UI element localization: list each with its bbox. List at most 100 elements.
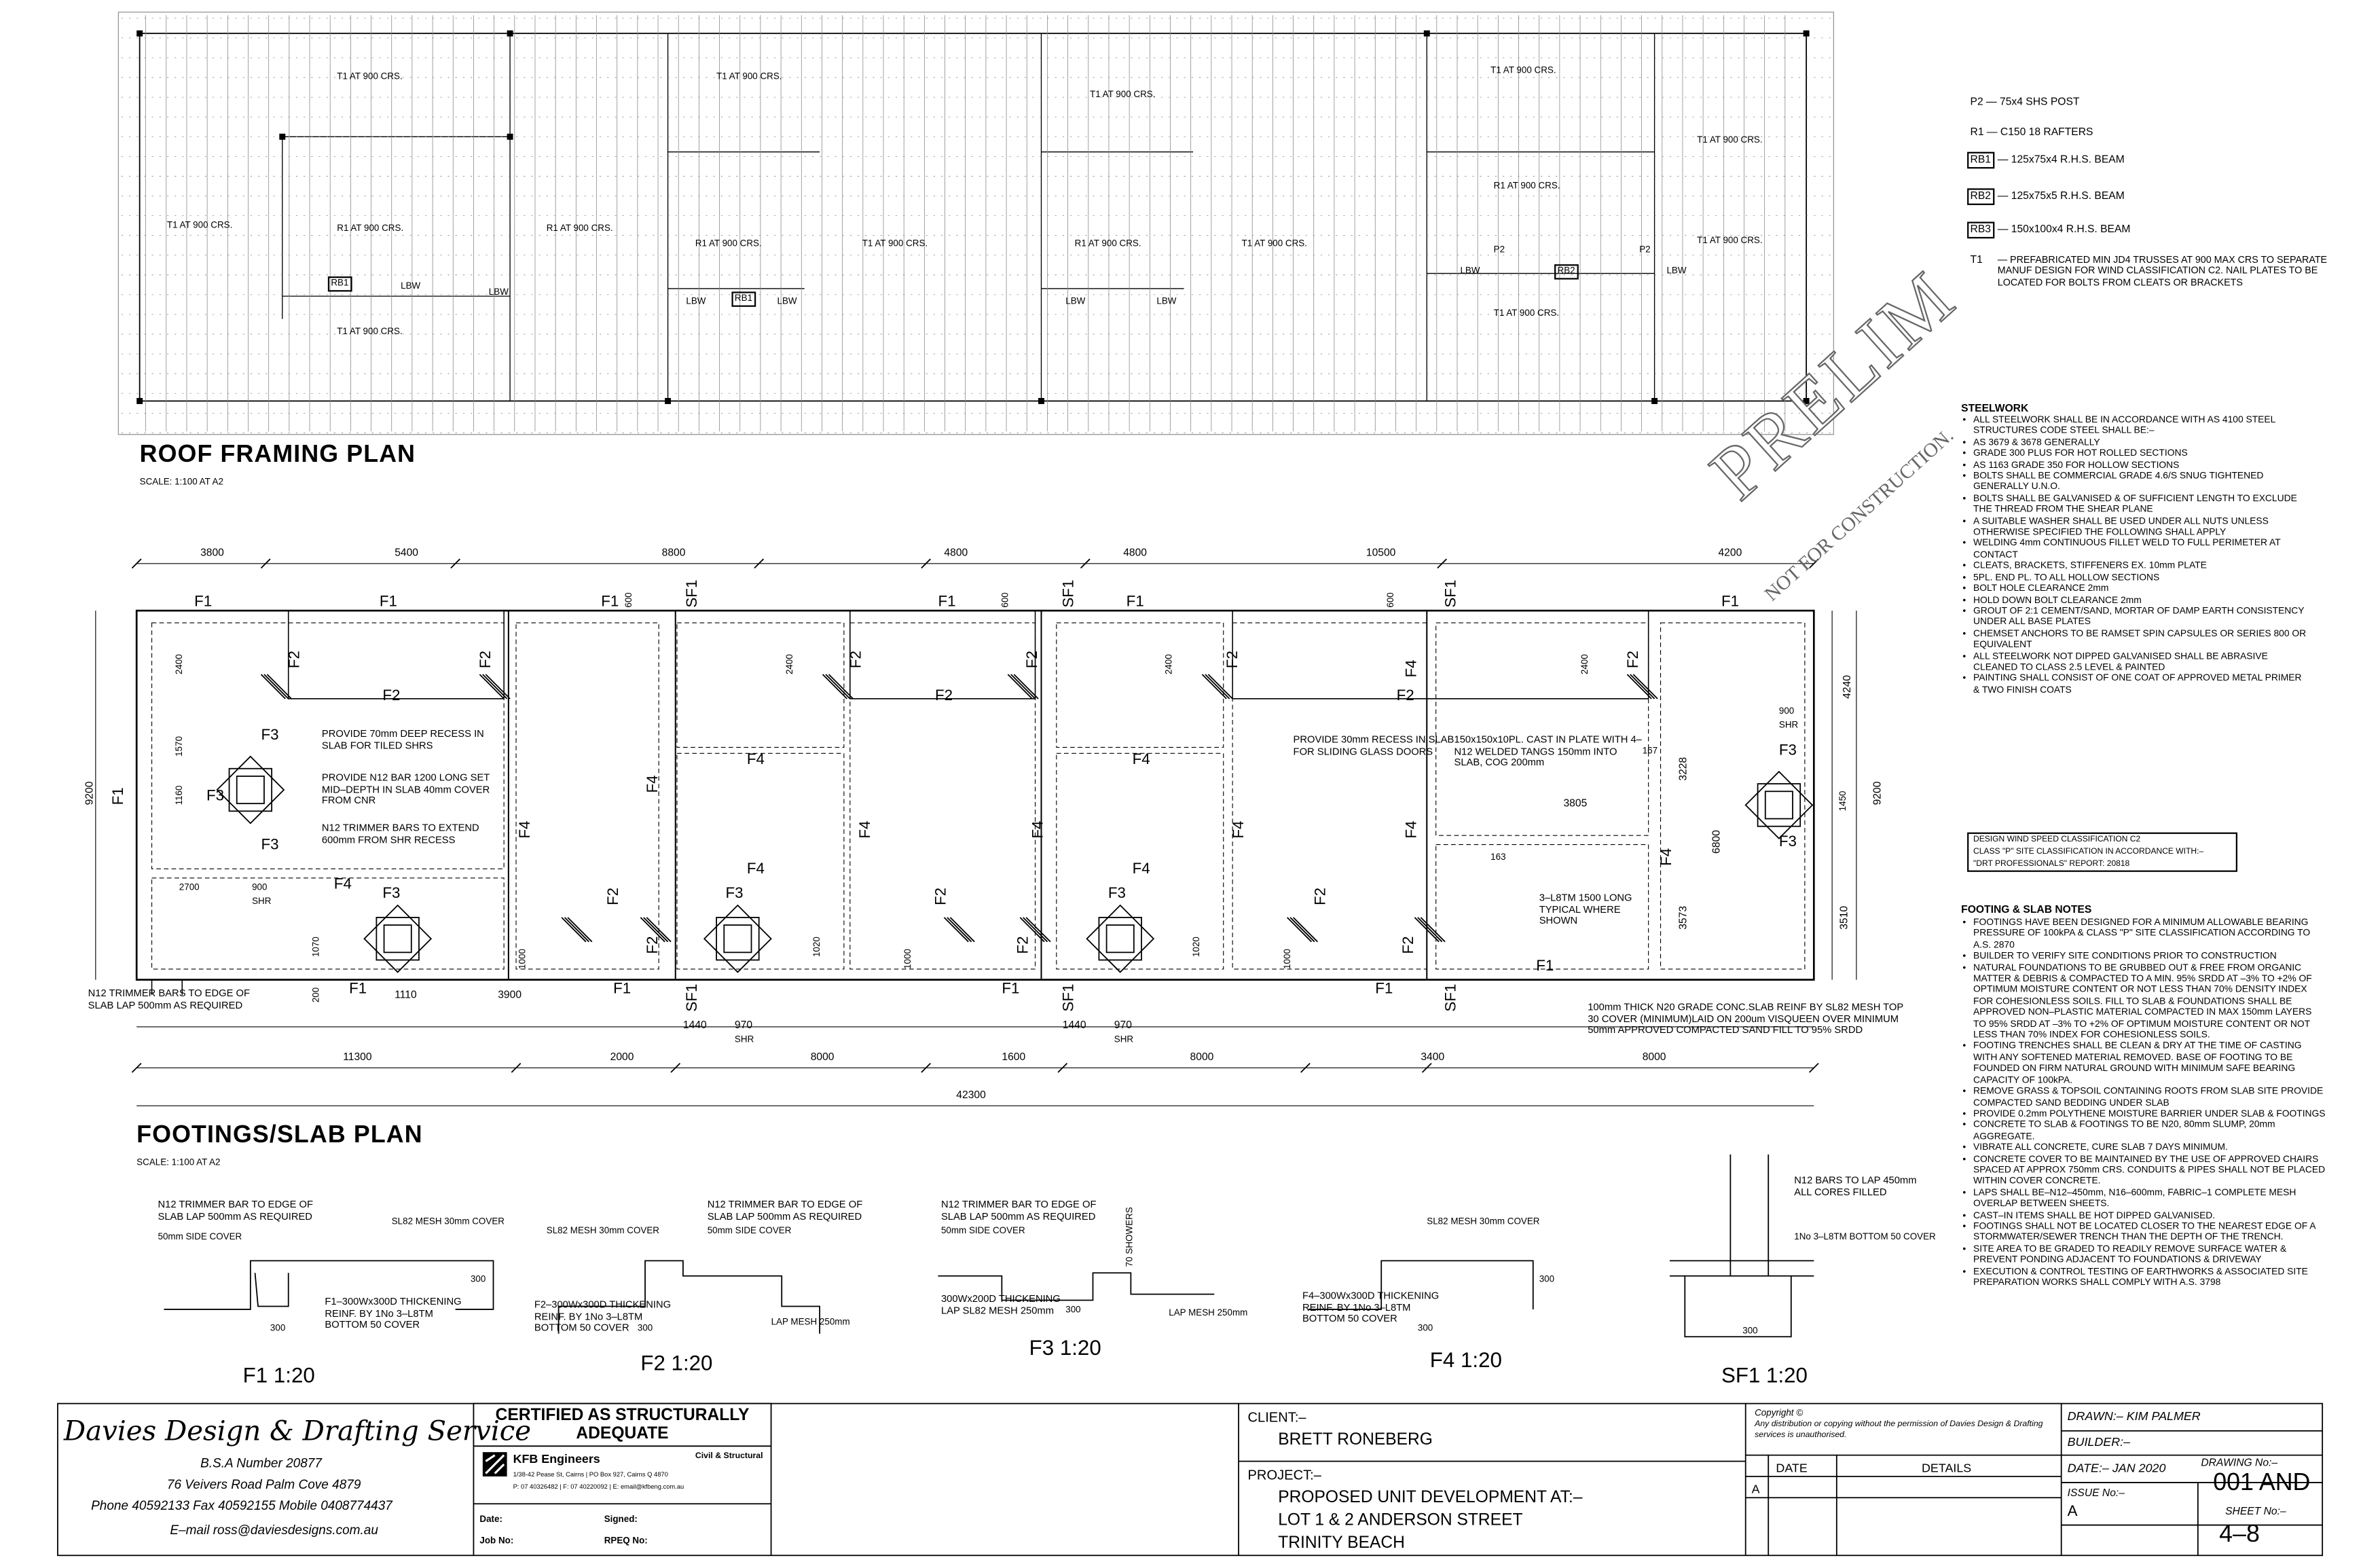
footing-label-f1: F1 xyxy=(938,594,956,611)
legend-rb1: — 125x75x4 R.H.S. BEAM xyxy=(1997,155,2125,166)
note-item: FOOTINGS HAVE BEEN DESIGNED FOR A MINIMU… xyxy=(1962,918,2326,951)
builder: BUILDER:– xyxy=(2067,1435,2131,1449)
footing-label-f1: F1 xyxy=(601,594,619,611)
footing-label-f3: F3 xyxy=(206,788,225,805)
footing-label-f4: F4 xyxy=(1404,820,1421,839)
firm-name: Davies Design & Drafting Service xyxy=(63,1415,532,1448)
client-name: BRETT RONEBERG xyxy=(1278,1430,1433,1449)
dim-bottom: 3400 xyxy=(1421,1052,1445,1064)
footing-label-f2: F2 xyxy=(935,688,953,705)
kfb-type: Civil & Structural xyxy=(695,1452,763,1462)
detail-title-f2: F2 1:20 xyxy=(640,1350,713,1375)
footing-label-f4: F4 xyxy=(1404,659,1421,678)
footing-label-f4: F4 xyxy=(645,775,662,793)
footing-label-f3: F3 xyxy=(261,837,279,854)
client-label: CLIENT:– xyxy=(1247,1409,1306,1425)
footing-label-sf1: SF1 xyxy=(1443,983,1461,1012)
detail-side-cover: 50mm SIDE COVER xyxy=(707,1227,792,1237)
project-line: LOT 1 & 2 ANDERSON STREET xyxy=(1278,1511,1523,1530)
note-item: CLEATS, BRACKETS, STIFFENERS EX. 10mm PL… xyxy=(1962,561,2310,573)
cert-heading: CERTIFIED AS STRUCTURALLY ADEQUATE xyxy=(495,1407,750,1443)
revision-details-header: DETAILS xyxy=(1922,1461,1972,1475)
legend-t1: — PREFABRICATED MIN JD4 TRUSSES AT 900 M… xyxy=(1997,255,2328,289)
note-item: PROVIDE 0.2mm POLYTHENE MOISTURE BARRIER… xyxy=(1962,1109,2326,1121)
post-label-p2: P2 xyxy=(1493,246,1505,255)
slab-plan-title: FOOTINGS/SLAB PLAN xyxy=(136,1122,423,1148)
dim-bottom: 11300 xyxy=(343,1052,372,1064)
steelwork-heading: STEELWORK xyxy=(1961,403,2029,415)
detail-title-f4: F4 1:20 xyxy=(1429,1347,1502,1372)
dim-bottom: 8000 xyxy=(810,1052,835,1064)
note-item: CHEMSET ANCHORS TO BE RAMSET SPIN CAPSUL… xyxy=(1962,628,2310,651)
dim-1450: 1450 xyxy=(1839,791,1849,812)
dim-163: 163 xyxy=(1490,853,1506,863)
detail-f1-trimmer: N12 TRIMMER BAR TO EDGE OF SLAB LAP 500m… xyxy=(158,1199,314,1222)
dim-600: 600 xyxy=(625,592,635,608)
footing-label-sf1: SF1 xyxy=(1061,983,1078,1012)
legend-rb3-tag: RB3 xyxy=(1967,221,1994,239)
roof-plan-title: ROOF FRAMING PLAN xyxy=(139,441,416,468)
dim-top: 4800 xyxy=(1123,548,1148,560)
revision-date-header: DATE xyxy=(1776,1461,1808,1475)
label-shr: SHR xyxy=(1114,1036,1134,1045)
wind-line: "DRT PROFESSIONALS" REPORT: 20818 xyxy=(1973,859,2130,869)
roof-label-t1: T1 AT 900 CRS. xyxy=(1493,310,1560,319)
roof-label-t1: T1 AT 900 CRS. xyxy=(1090,91,1156,101)
footing-label-f4: F4 xyxy=(858,820,875,839)
note-item: FOOTING TRENCHES SHALL BE CLEAN & DRY AT… xyxy=(1962,1041,2326,1086)
footing-label-f4: F4 xyxy=(746,752,765,769)
detail-sf1-bars: N12 BARS TO LAP 450mm ALL CORES FILLED xyxy=(1794,1176,1917,1198)
roof-label-lbw: LBW xyxy=(401,283,421,292)
detail-sf1-reinf: 1No 3–L8TM BOTTOM 50 COVER xyxy=(1794,1233,1936,1243)
detail-dim: 300 xyxy=(270,1324,286,1334)
note-glass-recess: PROVIDE 30mm RECESS IN SLAB FOR SLIDING … xyxy=(1293,735,1454,758)
roof-label-t1: T1 AT 900 CRS. xyxy=(1241,240,1307,249)
cert-signed-label: Signed: xyxy=(604,1516,638,1525)
detail-dim: 300 xyxy=(1742,1327,1758,1337)
footing-label-f1: F1 xyxy=(1002,981,1020,998)
detail-side-cover: 50mm SIDE COVER xyxy=(158,1233,242,1243)
dim-200: 200 xyxy=(312,987,322,1003)
note-n12-bar: PROVIDE N12 BAR 1200 LONG SET MID–DEPTH … xyxy=(321,773,490,808)
dim-1110: 1110 xyxy=(395,990,417,1001)
dim-top: 4200 xyxy=(1718,548,1742,560)
footing-label-f4: F4 xyxy=(333,876,352,894)
footing-label-f2: F2 xyxy=(848,650,866,669)
footing-label-sf1: SF1 xyxy=(1443,579,1461,608)
copyright-text: Any distribution or copying without the … xyxy=(1755,1420,2043,1440)
firm-bsa: B.S.A Number 20877 xyxy=(200,1455,322,1471)
dim-top: 4800 xyxy=(944,548,968,560)
note-item: CAST–IN ITEMS SHALL BE HOT DIPPED GALVAN… xyxy=(1962,1210,2326,1222)
drawing-date: DATE:– JAN 2020 xyxy=(2067,1461,2166,1475)
note-item: REMOVE GRASS & TOPSOIL CONTAINING ROOTS … xyxy=(1962,1086,2326,1108)
note-item: VIBRATE ALL CONCRETE, CURE SLAB 7 DAYS M… xyxy=(1962,1142,2326,1155)
dim-970: 970 xyxy=(1114,1020,1132,1032)
footing-label-f1: F1 xyxy=(1721,594,1740,611)
dim-right: 3573 xyxy=(1679,905,1690,930)
detail-dim: 300 xyxy=(1417,1324,1433,1334)
footing-label-f1: F1 xyxy=(379,594,397,611)
steelwork-notes: ALL STEELWORK SHALL BE IN ACCORDANCE WIT… xyxy=(1962,415,2310,696)
note-trimmer: N12 TRIMMER BARS TO EXTEND 600mm FROM SH… xyxy=(321,823,479,846)
dim-top: 5400 xyxy=(395,548,419,560)
roof-label-r1: R1 AT 900 CRS. xyxy=(1493,182,1560,192)
note-cast-plate: 150x150x10PL. CAST IN PLATE WITH 4–N12 W… xyxy=(1454,735,1642,769)
detail-showers: 70 SHOWERS xyxy=(1126,1207,1136,1267)
note-item: EXECUTION & CONTROL TESTING OF EARTHWORK… xyxy=(1962,1266,2326,1288)
dim-167: 167 xyxy=(1642,747,1658,757)
note-item: CONCRETE TO SLAB & FOOTINGS TO BE N20, 8… xyxy=(1962,1120,2326,1142)
dim-1160: 1160 xyxy=(176,785,185,805)
beam-tag-rb1: RB1 xyxy=(327,276,352,292)
footing-label-f3: F3 xyxy=(261,727,279,744)
note-item: HOLD DOWN BOLT CLEARANCE 2mm xyxy=(1962,595,2310,607)
wind-line: CLASS "P" SITE CLASSIFICATION IN ACCORDA… xyxy=(1973,848,2204,857)
drawn-by: DRAWN:– KIM PALMER xyxy=(2067,1409,2201,1423)
footing-label-f2: F2 xyxy=(382,688,401,705)
footing-label-sf1: SF1 xyxy=(1061,579,1078,608)
footing-label-f2: F2 xyxy=(1024,650,1042,669)
note-item: CONCRETE COVER TO BE MAINTAINED BY THE U… xyxy=(1962,1154,2326,1188)
drawing-number-label: DRAWING No:– xyxy=(2201,1458,2278,1469)
dim-2700: 2700 xyxy=(179,884,200,894)
footing-label-f4: F4 xyxy=(1230,820,1248,839)
